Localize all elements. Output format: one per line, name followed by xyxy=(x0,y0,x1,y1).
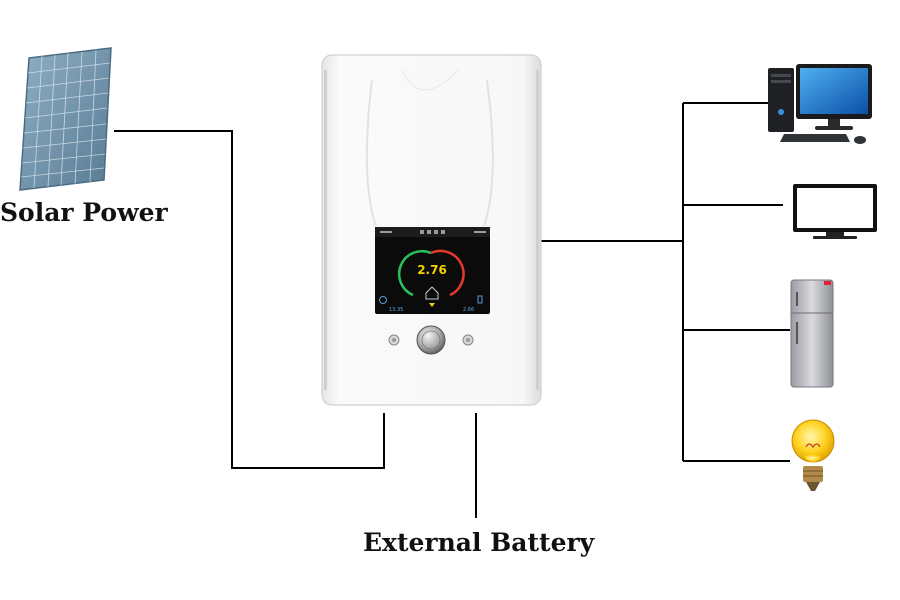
control-knob xyxy=(416,325,446,355)
television-icon xyxy=(793,184,877,239)
desktop-computer-icon xyxy=(768,64,872,144)
refrigerator-icon xyxy=(790,279,834,388)
gauge-red-arc xyxy=(430,249,465,297)
screen-main-value: 2.76 xyxy=(417,263,447,277)
solar-power-label: Solar Power xyxy=(0,198,168,227)
inverter-device: 2.76 13.35 2.66 xyxy=(321,54,542,406)
external-battery-label: External Battery xyxy=(363,528,595,557)
screen-right-value: 2.66 xyxy=(463,307,474,313)
gauge-green-arc xyxy=(397,249,432,297)
house-icon xyxy=(425,286,439,300)
battery-small-icon xyxy=(477,295,483,304)
light-bulb-icon xyxy=(791,419,835,491)
device-screen: 2.76 13.35 2.66 xyxy=(375,227,490,314)
load-distribution-lines xyxy=(541,102,790,462)
down-arrow-icon xyxy=(429,303,435,307)
solar-connection-line xyxy=(114,130,385,469)
screen-left-value: 13.35 xyxy=(389,307,403,313)
solar-small-icon xyxy=(379,296,387,304)
solar-panel-icon xyxy=(19,47,112,191)
